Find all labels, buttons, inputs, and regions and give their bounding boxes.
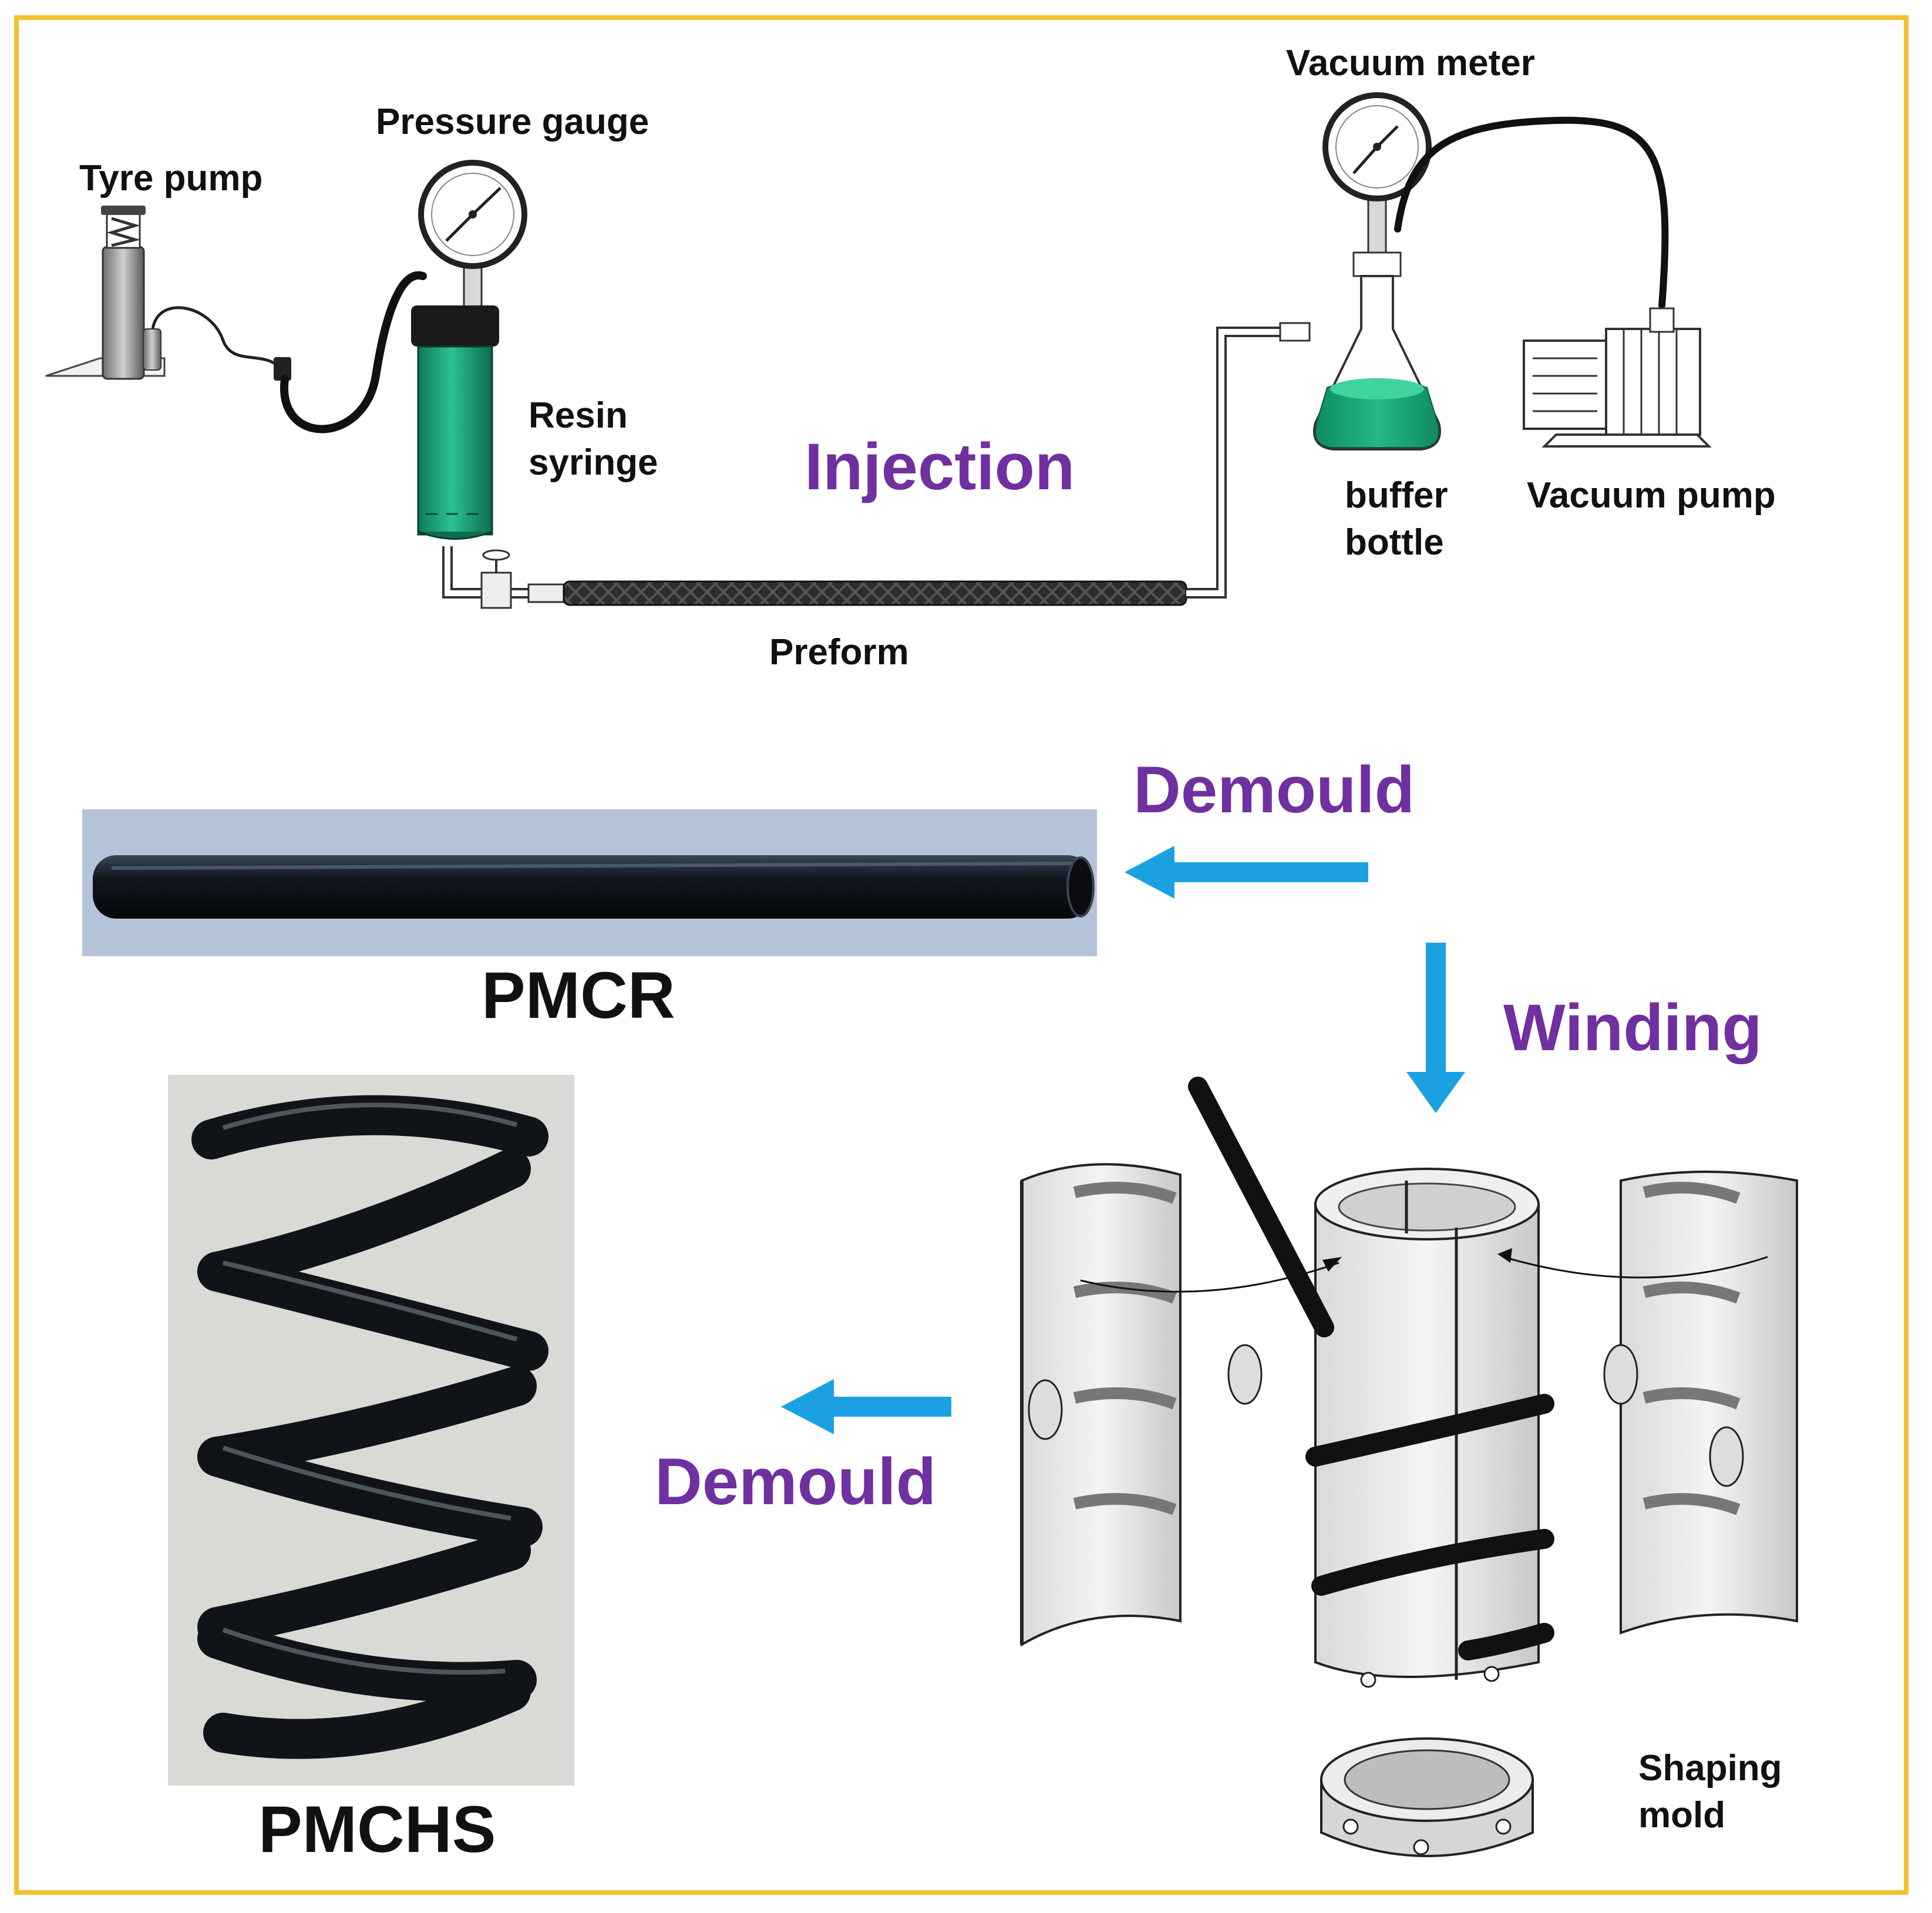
pmcr-rod-image — [82, 809, 1097, 956]
preform-label: Preform — [769, 632, 909, 673]
resin-syringe-label-line2: syringe — [529, 442, 658, 483]
product-pmcr-label: PMCR — [482, 959, 675, 1032]
product-pmchs-label: PMCHS — [258, 1793, 496, 1866]
preform-tube-icon — [563, 580, 1187, 606]
shaping-mold-label-line2: mold — [1638, 1795, 1726, 1835]
valve-icon — [480, 549, 565, 609]
buffer-bottle-label-line2: bottle — [1345, 522, 1444, 563]
pmchs-spring-image — [168, 1075, 574, 1786]
vacuum-meter-icon — [1322, 92, 1432, 254]
buffer-bottle-label-line1: buffer — [1345, 475, 1448, 516]
vacuum-hose — [1394, 116, 1669, 309]
vacuum-meter-label: Vacuum meter — [1286, 43, 1535, 83]
resin-syringe-icon — [411, 246, 499, 540]
air-hose — [280, 271, 427, 433]
vacuum-pump-label: Vacuum pump — [1527, 475, 1776, 516]
step-injection: Injection — [805, 430, 1075, 503]
figure-border — [14, 15, 1909, 1895]
arrow-winding-down — [1406, 943, 1465, 1113]
step-demould-bottom: Demould — [655, 1445, 937, 1518]
vacuum-pump-icon — [1523, 307, 1712, 448]
tyre-pump-icon — [45, 206, 291, 381]
split-mold-icon — [1020, 1077, 1798, 1688]
shaping-ring-icon — [1320, 1737, 1534, 1857]
shaping-mold-label-line1: Shaping — [1638, 1748, 1782, 1788]
pressure-gauge-label: Pressure gauge — [376, 102, 649, 142]
buffer-bottle-icon — [1313, 251, 1441, 450]
step-demould-top: Demould — [1133, 753, 1415, 826]
tyre-pump-label: Tyre pump — [79, 158, 263, 199]
arrow-demould-left-bottom — [781, 1379, 951, 1434]
step-winding: Winding — [1503, 991, 1762, 1064]
resin-syringe-label-line1: Resin — [529, 395, 628, 436]
arrow-demould-left-top — [1125, 846, 1368, 899]
pressure-gauge-icon — [418, 160, 527, 269]
